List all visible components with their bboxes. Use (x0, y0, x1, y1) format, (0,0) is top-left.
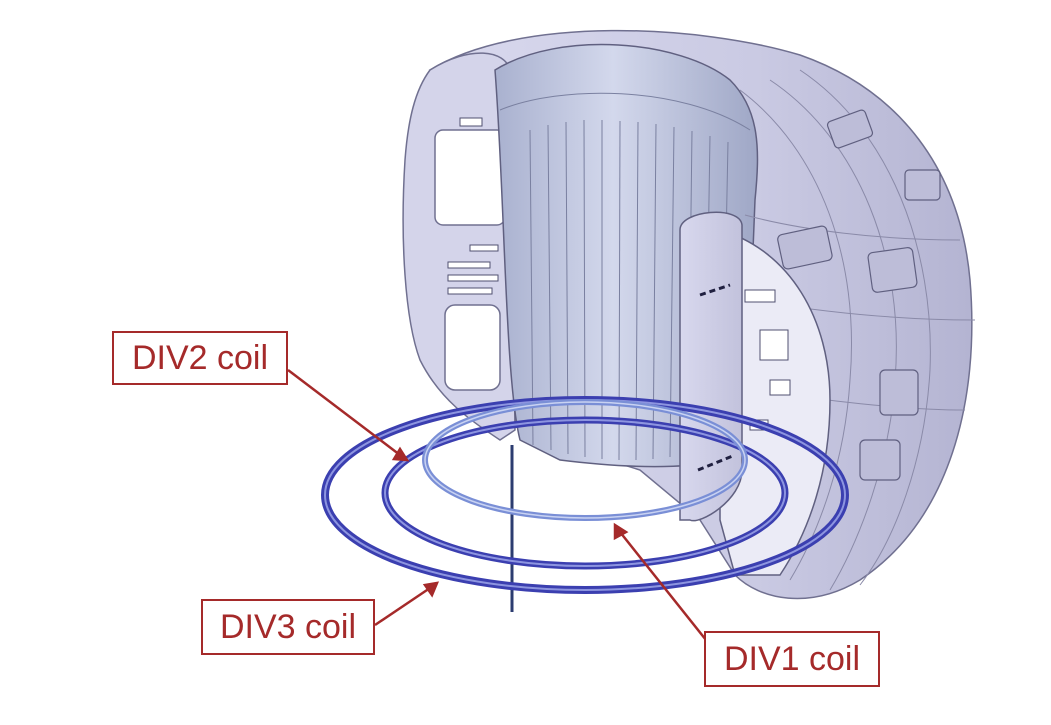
arrowhead-div3 (422, 581, 440, 598)
port-opening-upper (434, 129, 506, 226)
div2-coil-label: DIV2 coil (112, 331, 288, 385)
arrowhead-div2 (391, 446, 410, 462)
div3-coil-label: DIV3 coil (201, 599, 375, 655)
port-opening-lower (444, 304, 501, 391)
div1-coil-highlight (384, 419, 786, 567)
flange-details (447, 117, 499, 295)
central-solenoid (679, 211, 743, 522)
solenoid-markings (697, 283, 736, 472)
leader-div3 (374, 586, 431, 627)
leader-lines (287, 369, 707, 641)
div2-coil-inner (424, 401, 746, 519)
arrowhead-div1 (613, 522, 629, 541)
leader-div2 (287, 369, 401, 456)
leader-div1 (619, 531, 707, 641)
vessel-ports (777, 109, 941, 481)
div1-coil-label: DIV1 coil (704, 631, 880, 687)
